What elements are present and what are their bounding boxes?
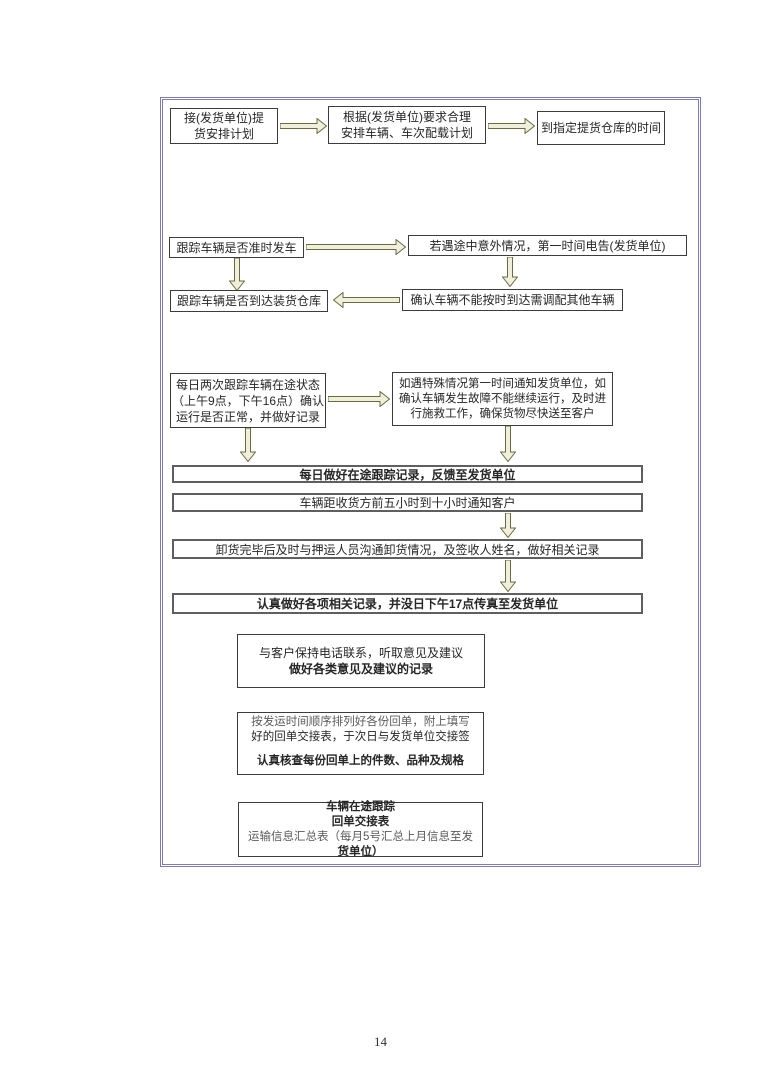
flow-box-daily-track-line3: 运行是否正常，并做好记录 (175, 409, 320, 424)
flow-box-daily-track: 每日两次跟踪车辆在途状态 （上午9点，下午16点）确认 运行是否正常，并做好记录 (170, 373, 326, 428)
arrow-down-icon (502, 257, 518, 287)
flow-box-receive-plan-line2: 货安排计划 (193, 127, 254, 141)
flow-box-receipt-handover-line2: 好的回单交接表，于次日与发货单位交接签 (251, 731, 470, 743)
flow-box-receive-plan: 接(发货单位)提 货安排计划 (170, 108, 278, 144)
flow-box-receipt-handover: 按发运时间顺序排列好各份回单，附上填写 好的回单交接表，于次日与发货单位交接签 … (237, 712, 484, 775)
flow-box-warehouse-time: 到指定提货仓库的时间 (537, 111, 665, 145)
flow-bar-daily-record: 每日做好在途跟踪记录，反馈至发货单位 (172, 465, 643, 483)
flow-box-arrange-plan: 根据(发货单位)要求合理 安排车辆、车次配载计划 (328, 106, 486, 144)
flow-box-customer-feedback-line1: 与客户保持电话联系，听取意见及建议 (258, 646, 463, 660)
flow-box-receipt-handover-line1: 按发运时间顺序排列好各份回单，附上填写 (251, 716, 470, 728)
flow-box-reassign-vehicle: 确认车辆不能按时到达需调配其他车辆 (402, 289, 623, 311)
arrow-right-icon (488, 118, 535, 134)
page-number: 14 (374, 1034, 387, 1049)
arrow-down-icon (500, 560, 516, 592)
arrow-left-icon (333, 292, 400, 308)
flow-box-forms-line2: 回单交接表 (331, 815, 390, 828)
flow-box-accident-report: 若遇途中意外情况，第一时间电告(发货单位) (408, 235, 687, 256)
flow-bar-daily-record-text: 每日做好在途跟踪记录，反馈至发货单位 (299, 467, 516, 482)
flow-box-customer-feedback-line2: 做好各类意见及建议的记录 (288, 662, 433, 676)
flow-box-special-case-line1: 如遇特殊情况第一时间通知发货单位，如 (399, 377, 606, 390)
arrow-down-icon (240, 428, 256, 462)
arrow-right-icon (328, 391, 390, 407)
flow-box-arrange-plan-line2: 安排车辆、车次配载计划 (340, 126, 473, 140)
flow-box-track-arrival: 跟踪车辆是否到达装货仓库 (170, 290, 328, 312)
flow-bar-notify-customer-text: 车辆距收货方前五小时到十小时通知客户 (299, 496, 516, 510)
flow-box-forms-line1: 车辆在途跟踪 (326, 800, 395, 813)
flow-box-warehouse-time-text: 到指定提货仓库的时间 (540, 121, 661, 135)
flow-bar-fax-text: 认真做好各项相关记录，并没日下午17点传真至发货单位 (256, 597, 559, 611)
flow-bar-notify-customer: 车辆距收货方前五小时到十小时通知客户 (172, 493, 643, 512)
flow-box-daily-track-line2: （上午9点，下午16点）确认 (171, 393, 325, 408)
flow-box-arrange-plan-line1: 根据(发货单位)要求合理 (343, 110, 471, 124)
flow-box-forms: 车辆在途跟踪 回单交接表 运输信息汇总表（每月5号汇总上月信息至发 货单位） (238, 800, 483, 858)
flow-bar-fax: 认真做好各项相关记录，并没日下午17点传真至发货单位 (172, 593, 643, 614)
arrow-right-icon (306, 239, 406, 255)
flow-box-reassign-vehicle-text: 确认车辆不能按时到达需调配其他车辆 (410, 293, 615, 307)
flow-box-receipt-handover-line3: 认真核查每份回单上的件数、品种及规格 (257, 755, 464, 767)
flow-box-daily-track-line1: 每日两次跟踪车辆在途状态 (175, 377, 320, 392)
flow-box-receive-plan-line1: 接(发货单位)提 (184, 111, 264, 125)
flow-bar-unload: 卸货完毕后及时与押运人员沟通卸货情况，及签收人姓名，做好相关记录 (172, 539, 643, 559)
flow-box-forms-line4: 货单位） (337, 845, 384, 858)
flow-box-special-case-line3: 行施救工作，确保货物尽快送至客户 (410, 407, 595, 420)
flow-box-track-depart: 跟踪车辆是否准时发车 (169, 237, 304, 258)
arrow-right-icon (280, 118, 327, 134)
arrow-down-icon (500, 513, 516, 538)
flow-box-track-depart-text: 跟踪车辆是否准时发车 (176, 240, 297, 255)
flow-box-customer-feedback: 与客户保持电话联系，听取意见及建议 做好各类意见及建议的记录 (237, 634, 485, 688)
arrow-down-icon (500, 426, 516, 462)
flow-bar-unload-text: 卸货完毕后及时与押运人员沟通卸货情况，及签收人姓名，做好相关记录 (215, 542, 600, 557)
flow-box-special-case: 如遇特殊情况第一时间通知发货单位，如 确认车辆发生故障不能继续运行，及时进 行施… (392, 372, 613, 426)
flow-box-forms-line3: 运输信息汇总表（每月5号汇总上月信息至发 (248, 830, 473, 843)
flow-box-track-arrival-text: 跟踪车辆是否到达装货仓库 (176, 294, 321, 308)
flow-box-special-case-line2: 确认车辆发生故障不能继续运行，及时进 (399, 392, 606, 405)
arrow-down-icon (229, 258, 245, 291)
flow-box-accident-report-text: 若遇途中意外情况，第一时间电告(发货单位) (429, 238, 666, 253)
